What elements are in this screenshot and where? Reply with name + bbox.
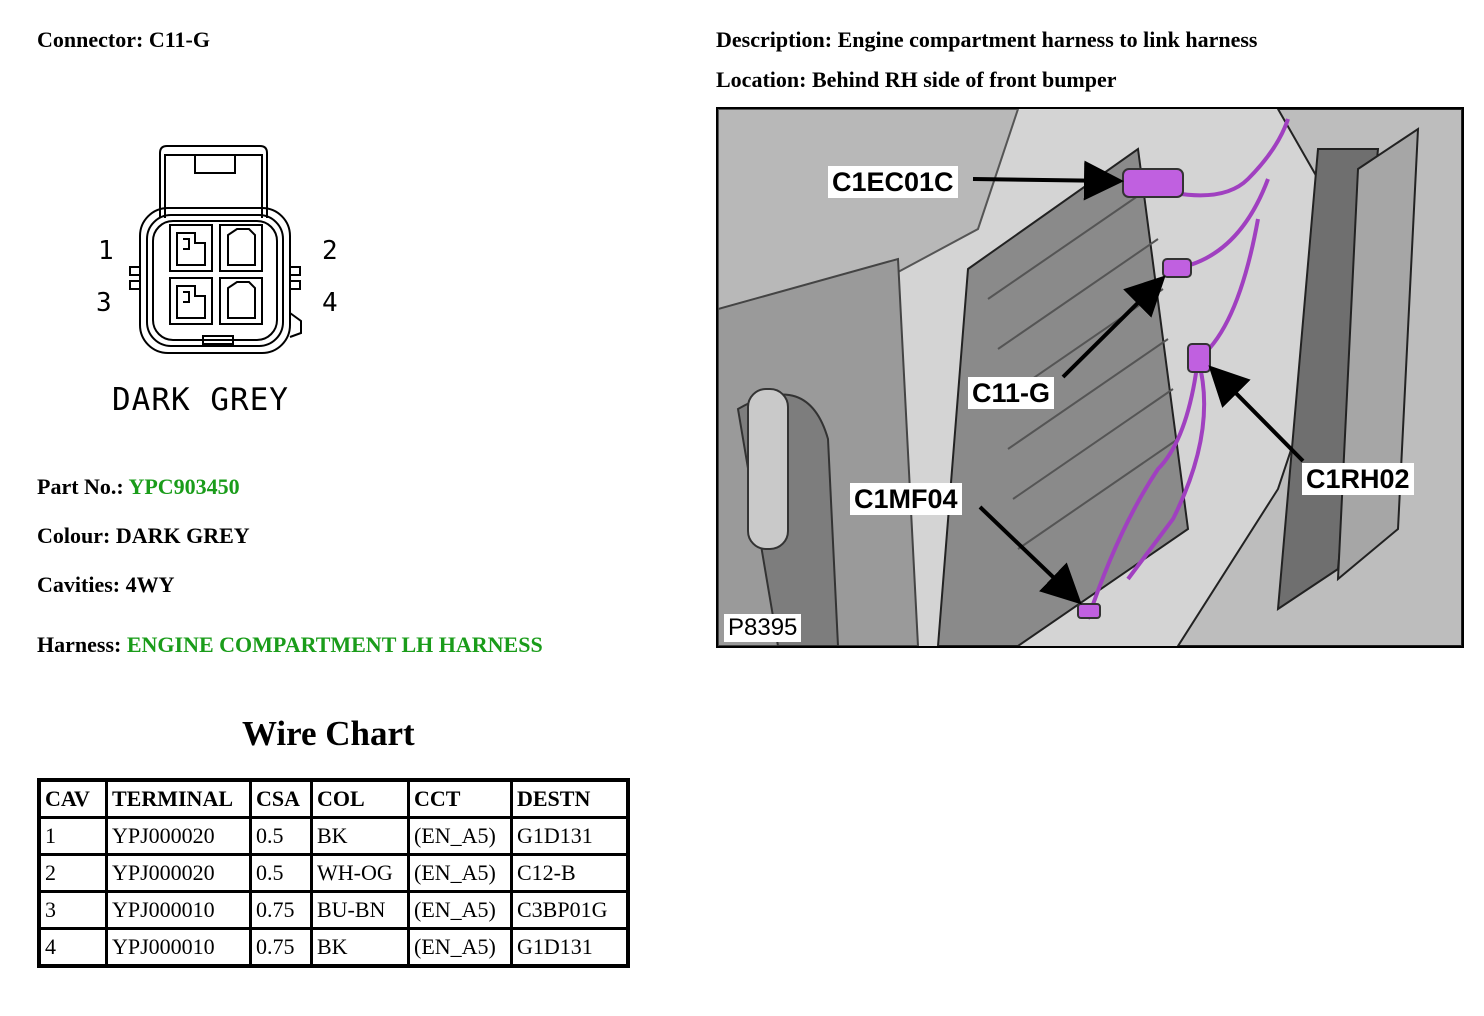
connector-color-caption: DARK GREY: [112, 382, 289, 418]
pin-label-2: 2: [322, 236, 338, 266]
harness-link[interactable]: ENGINE COMPARTMENT LH HARNESS: [126, 632, 543, 657]
connector-field: Connector: C11-G: [37, 27, 210, 53]
cell-col: WH-OG: [310, 853, 410, 893]
callout-c1mf04: C1MF04: [850, 483, 962, 515]
cell-cct: (EN_A5): [407, 853, 513, 893]
cavity-1: [169, 224, 213, 272]
cell-cav: 1: [37, 816, 108, 856]
photo-id-label: P8395: [724, 614, 802, 642]
connector-value: C11-G: [148, 27, 210, 52]
header-col: COL: [310, 778, 410, 819]
arrow-c1mf04: [978, 505, 1082, 605]
cavities-field: Cavities: 4WY: [37, 572, 174, 598]
header-cav: CAV: [37, 778, 108, 819]
connector-c11-g: [1162, 258, 1192, 278]
connector-latch: [159, 145, 268, 218]
cell-terminal: YPJ000020: [105, 853, 252, 893]
arrow-c1rh02: [1208, 365, 1305, 463]
connector-c1rh02: [1187, 343, 1211, 373]
callout-c11-g: C11-G: [968, 377, 1055, 409]
cell-csa: 0.5: [249, 853, 313, 893]
cell-destn: G1D131: [510, 927, 630, 968]
pin-label-1: 1: [98, 236, 114, 266]
arrow-c11-g: [1061, 275, 1166, 379]
cell-destn: C3BP01G: [510, 890, 630, 930]
cell-csa: 0.5: [249, 816, 313, 856]
cell-terminal: YPJ000010: [105, 927, 252, 968]
connector-label: Connector:: [37, 27, 144, 52]
cell-cct: (EN_A5): [407, 816, 513, 856]
cell-cct: (EN_A5): [407, 927, 513, 968]
wire-chart-table: CAV TERMINAL CSA COL CCT DESTN 1 YPJ0000…: [37, 778, 630, 968]
location-field: Location: Behind RH side of front bumper: [716, 67, 1117, 93]
header-destn: DESTN: [510, 778, 630, 819]
cell-terminal: YPJ000020: [105, 816, 252, 856]
harness-field: Harness: ENGINE COMPARTMENT LH HARNESS: [37, 632, 543, 658]
cell-cav: 2: [37, 853, 108, 893]
colour-value: DARK GREY: [115, 523, 250, 548]
cavity-3: [169, 277, 213, 325]
cavity-2: [219, 224, 263, 272]
table-header-row: CAV TERMINAL CSA COL CCT DESTN: [37, 778, 630, 819]
description-value: Engine compartment harness to link harne…: [837, 27, 1258, 52]
description-label: Description:: [716, 27, 833, 52]
connector-c1ec01c: [1122, 168, 1184, 198]
callout-c1rh02: C1RH02: [1302, 463, 1414, 495]
connector-body: [139, 207, 291, 354]
table-row: 3 YPJ000010 0.75 BU-BN (EN_A5) C3BP01G: [37, 890, 630, 930]
table-row: 2 YPJ000020 0.5 WH-OG (EN_A5) C12-B: [37, 853, 630, 893]
part-no-field: Part No.: YPC903450: [37, 474, 240, 500]
colour-label: Colour:: [37, 523, 111, 548]
location-photo: C1EC01C C11-G C1RH02 C1MF04 P8395: [716, 107, 1464, 648]
pin-label-3: 3: [96, 288, 112, 318]
cell-destn: C12-B: [510, 853, 630, 893]
header-csa: CSA: [249, 778, 313, 819]
connector-face-diagram: [129, 145, 302, 354]
harness-label: Harness:: [37, 632, 122, 657]
table-row: 1 YPJ000020 0.5 BK (EN_A5) G1D131: [37, 816, 630, 856]
cavities-value: 4WY: [125, 572, 175, 597]
location-label: Location:: [716, 67, 807, 92]
colour-field: Colour: DARK GREY: [37, 523, 250, 549]
connector-c1mf04: [1077, 603, 1101, 619]
description-field: Description: Engine compartment harness …: [716, 27, 1257, 53]
cavities-label: Cavities:: [37, 572, 121, 597]
cell-col: BU-BN: [310, 890, 410, 930]
table-row: 4 YPJ000010 0.75 BK (EN_A5) G1D131: [37, 927, 630, 968]
header-cct: CCT: [407, 778, 513, 819]
cell-destn: G1D131: [510, 816, 630, 856]
cell-cav: 4: [37, 927, 108, 968]
cell-terminal: YPJ000010: [105, 890, 252, 930]
cavity-4: [219, 277, 263, 325]
cell-col: BK: [310, 816, 410, 856]
cell-csa: 0.75: [249, 927, 313, 968]
pin-label-4: 4: [322, 288, 338, 318]
wire-chart-title: Wire Chart: [242, 714, 415, 753]
part-no-label: Part No.:: [37, 474, 124, 499]
callout-c1ec01c: C1EC01C: [828, 166, 958, 198]
cell-cav: 3: [37, 890, 108, 930]
cell-cct: (EN_A5): [407, 890, 513, 930]
cell-csa: 0.75: [249, 890, 313, 930]
location-value: Behind RH side of front bumper: [811, 67, 1117, 92]
harness-wire: [1086, 118, 1290, 620]
part-no-link[interactable]: YPC903450: [128, 474, 240, 499]
cell-col: BK: [310, 927, 410, 968]
arrow-c1ec01c: [972, 160, 1124, 201]
header-terminal: TERMINAL: [105, 778, 252, 819]
